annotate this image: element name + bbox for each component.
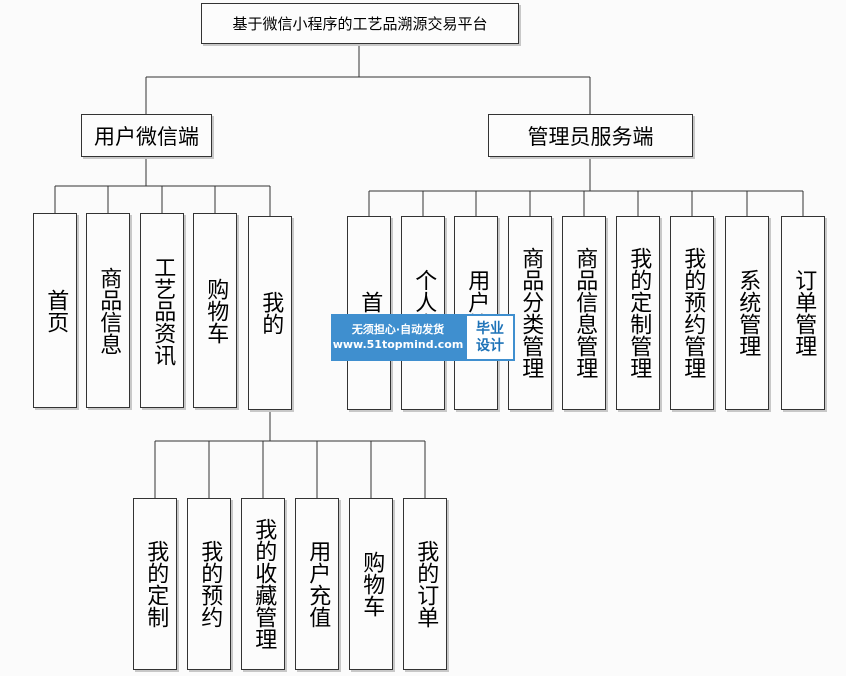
mine-sub-cart: 购物车 bbox=[349, 498, 393, 670]
mine-sub-reservation: 我的预约 bbox=[187, 498, 231, 670]
root-title-text: 基于微信小程序的工艺品溯源交易平台 bbox=[232, 15, 488, 33]
mine-sub-recharge: 用户充值 bbox=[295, 498, 339, 670]
admin-module-category-management: 商品分类管理 bbox=[508, 216, 552, 410]
admin-module-custom-management-label: 我的定制管理 bbox=[626, 247, 652, 379]
user-module-cart-label: 购物车 bbox=[203, 277, 229, 344]
watermark-badge: 毕业 设计 bbox=[465, 314, 515, 361]
watermark-badge-line1: 毕业 bbox=[476, 321, 504, 338]
user-module-products-label: 商品信息 bbox=[96, 266, 122, 355]
user-module-home: 首页 bbox=[33, 213, 77, 408]
admin-module-home: 首页 bbox=[347, 216, 391, 410]
root-title: 基于微信小程序的工艺品溯源交易平台 bbox=[201, 3, 519, 44]
user-wechat-side-label: 用户微信端 bbox=[94, 124, 199, 149]
mine-sub-reservation-label: 我的预约 bbox=[197, 540, 223, 628]
user-module-craft-news-label: 工艺品资讯 bbox=[150, 255, 176, 366]
mine-sub-cart-label: 购物车 bbox=[359, 551, 385, 617]
mine-sub-custom: 我的定制 bbox=[133, 498, 177, 670]
mine-sub-orders-label: 我的订单 bbox=[413, 540, 439, 628]
user-module-cart: 购物车 bbox=[193, 213, 237, 408]
watermark-url: www.51topmind.com bbox=[332, 337, 464, 351]
admin-module-system-management: 系统管理 bbox=[725, 216, 769, 410]
admin-module-user-management: 用户管理 bbox=[454, 216, 498, 410]
mine-sub-favorites: 我的收藏管理 bbox=[241, 498, 285, 670]
user-wechat-side: 用户微信端 bbox=[81, 114, 212, 157]
admin-module-reservation-management: 我的预约管理 bbox=[670, 216, 714, 410]
admin-module-system-management-label: 系统管理 bbox=[735, 269, 761, 357]
mine-sub-favorites-label: 我的收藏管理 bbox=[251, 518, 277, 650]
watermark-banner: 无须担心·自动发货 www.51topmind.com 毕业 设计 bbox=[331, 314, 515, 361]
watermark-slogan: 无须担心·自动发货 bbox=[351, 322, 445, 336]
user-module-mine: 我的 bbox=[248, 216, 292, 410]
admin-module-category-management-label: 商品分类管理 bbox=[518, 247, 544, 379]
admin-module-order-management: 订单管理 bbox=[781, 216, 825, 410]
user-module-craft-news: 工艺品资讯 bbox=[140, 213, 184, 408]
user-module-home-label: 首页 bbox=[43, 288, 69, 333]
admin-module-personal-center: 个人中心 bbox=[401, 216, 445, 410]
mine-sub-orders: 我的订单 bbox=[403, 498, 447, 670]
watermark-badge-line2: 设计 bbox=[476, 337, 504, 354]
admin-module-product-management: 商品信息管理 bbox=[562, 216, 606, 410]
admin-module-product-management-label: 商品信息管理 bbox=[572, 247, 598, 379]
admin-service-side: 管理员服务端 bbox=[488, 114, 693, 157]
mine-sub-custom-label: 我的定制 bbox=[143, 540, 169, 628]
user-module-mine-label: 我的 bbox=[258, 291, 284, 335]
mine-sub-recharge-label: 用户充值 bbox=[305, 540, 331, 628]
admin-module-custom-management: 我的定制管理 bbox=[616, 216, 660, 410]
user-module-products: 商品信息 bbox=[86, 213, 130, 408]
watermark-text-block: 无须担心·自动发货 www.51topmind.com bbox=[331, 314, 465, 361]
admin-module-reservation-management-label: 我的预约管理 bbox=[680, 247, 706, 379]
admin-service-side-label: 管理员服务端 bbox=[527, 124, 654, 149]
admin-module-order-management-label: 订单管理 bbox=[791, 269, 817, 357]
